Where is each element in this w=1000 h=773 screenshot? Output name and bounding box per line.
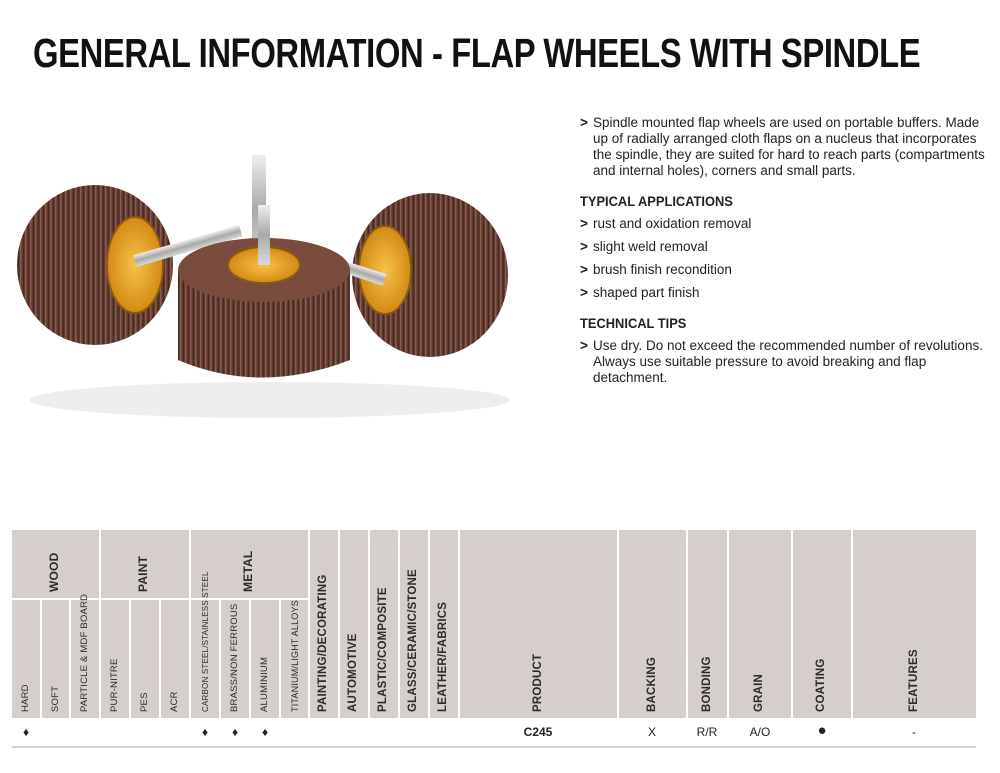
col-automotive: AUTOMOTIVE: [340, 530, 368, 718]
cell-carbon-steel: ♦: [201, 725, 209, 739]
flap-wheels-photo: [17, 155, 510, 418]
col-acr: ACR: [161, 600, 189, 718]
col-product: PRODUCT: [460, 530, 617, 718]
col-titanium: TITANIUM/LIGHT ALLOYS: [281, 600, 308, 718]
cell-product: C245: [523, 725, 553, 739]
typical-applications-heading: TYPICAL APPLICATIONS: [580, 193, 733, 209]
list-item: >rust and oxidation removal: [580, 216, 752, 231]
col-backing: BACKING: [619, 530, 686, 718]
group-paint: PAINT: [101, 530, 189, 598]
cell-backing: X: [647, 725, 657, 739]
table-row: ♦ ♦ ♦ ♦ C245 X R/R A/O ● -: [12, 720, 976, 748]
col-bonding: BONDING: [688, 530, 727, 718]
cell-bonding: R/R: [696, 725, 718, 739]
col-particle: PARTICLE & MDF BOARD: [71, 594, 99, 718]
arrow-bullet-icon: >: [580, 285, 588, 300]
arrow-bullet-icon: >: [580, 262, 588, 277]
col-leather: LEATHER/FABRICS: [430, 530, 458, 718]
technical-tips-text: > Use dry. Do not exceed the recommended…: [580, 338, 983, 385]
cell-aluminium: ♦: [261, 725, 269, 739]
cell-brass: ♦: [231, 725, 239, 739]
col-features: FEATURES: [853, 530, 976, 718]
col-pes: PES: [131, 600, 159, 718]
technical-tips-heading: TECHNICAL TIPS: [580, 315, 687, 331]
arrow-bullet-icon: >: [580, 239, 588, 254]
list-item: >brush finish recondition: [580, 262, 732, 277]
col-coating: COATING: [793, 530, 851, 718]
col-glass: GLASS/CERAMIC/STONE: [400, 530, 428, 718]
description-text: Spindle mounted flap wheels are used on …: [593, 115, 985, 178]
cell-hard: ♦: [22, 725, 30, 739]
arrow-bullet-icon: >: [580, 115, 588, 130]
col-aluminium: ALUMINIUM: [251, 600, 279, 718]
application-table: WOOD PAINT METAL HARD SOFT PARTICLE & MD…: [12, 530, 976, 750]
col-carbon-steel: CARBON STEEL/STAINLESS STEEL: [191, 571, 219, 718]
col-plastic: PLASTIC/COMPOSITE: [370, 530, 398, 718]
description-paragraph: > Spindle mounted flap wheels are used o…: [580, 115, 985, 179]
list-item: >slight weld removal: [580, 239, 708, 254]
group-wood: WOOD: [12, 530, 99, 598]
col-soft: SOFT: [42, 600, 69, 718]
list-item: >shaped part finish: [580, 285, 700, 300]
right-flap-wheel: [278, 193, 508, 357]
left-flap-wheel: [17, 185, 243, 345]
cell-grain: A/O: [749, 725, 771, 739]
col-hard: HARD: [12, 600, 40, 718]
col-painting: PAINTING/DECORATING: [310, 530, 338, 718]
info-panel: > Spindle mounted flap wheels are used o…: [580, 115, 985, 386]
center-flap-wheel: [178, 155, 350, 378]
cell-coating: ●: [817, 722, 827, 739]
col-grain: GRAIN: [729, 530, 791, 718]
page-title: GENERAL INFORMATION - FLAP WHEELS WITH S…: [33, 30, 921, 76]
arrow-bullet-icon: >: [580, 338, 588, 353]
cell-features: -: [912, 725, 916, 739]
group-metal: METAL: [191, 530, 308, 598]
col-brass: BRASS/NON FERROUS: [221, 600, 249, 718]
applications-list: >rust and oxidation removal >slight weld…: [580, 216, 985, 301]
arrow-bullet-icon: >: [580, 216, 588, 231]
col-pur-nitre: PUR-NITRE: [101, 600, 129, 718]
